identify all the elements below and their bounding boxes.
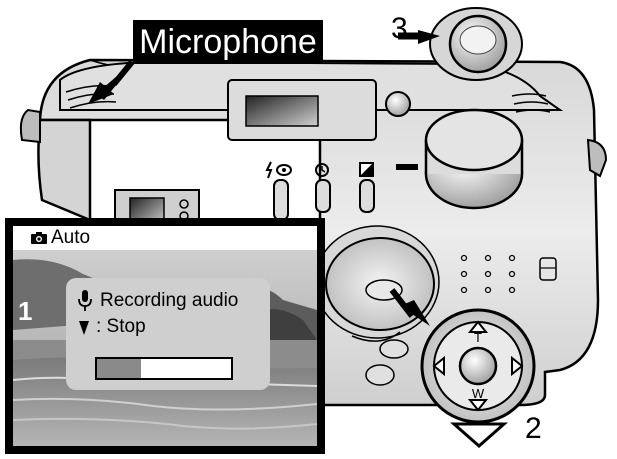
controller-closeup: T W (420, 308, 536, 424)
lcd-header: Auto (13, 226, 317, 250)
step-1-label: 1 (18, 296, 33, 326)
flash-key[interactable] (273, 179, 289, 221)
self-timer-key[interactable] (315, 179, 331, 213)
speaker-holes (460, 254, 516, 294)
right-arrow-icon[interactable] (511, 355, 524, 377)
exposure-compensation-icon (359, 162, 374, 177)
stop-instruction: : Stop (96, 316, 146, 337)
self-timer-icon (315, 163, 329, 177)
eye-icon (276, 164, 292, 176)
pointer-arrows (88, 30, 440, 326)
flash-icon (265, 161, 273, 179)
down-arrow-icon[interactable] (467, 399, 489, 412)
mode-label: Auto (51, 227, 91, 248)
tele-label: T (474, 330, 482, 345)
center-button[interactable] (458, 346, 498, 386)
top-small-button[interactable] (385, 91, 411, 117)
press-down-indicator (450, 422, 508, 448)
microphone-callout: Microphone (133, 20, 323, 64)
lcd-screen: Auto 1 (13, 226, 317, 446)
wide-label: W (472, 386, 485, 401)
function-keys (265, 161, 375, 232)
down-arrow-icon (79, 321, 89, 335)
exposure-key[interactable] (359, 179, 375, 213)
camera-icon (31, 232, 47, 244)
recording-message: Recording audio (100, 290, 239, 311)
data-panel-display (245, 95, 319, 127)
step-3-label: 3 (391, 12, 408, 45)
up-arrow-icon[interactable] (467, 320, 489, 333)
recording-dialog: Recording audio : Stop (66, 278, 270, 390)
recording-progress-fill (97, 359, 142, 378)
step-2-label: 2 (525, 412, 542, 445)
microphone-icon (78, 290, 92, 311)
recording-progress-bar (95, 357, 233, 380)
lcd-monitor: Auto 1 (5, 218, 325, 454)
left-arrow-icon[interactable] (432, 355, 445, 377)
